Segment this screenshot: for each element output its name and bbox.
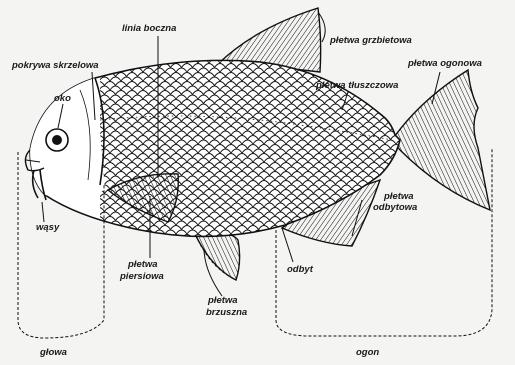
label-pletwa-tluszczowa: płetwa tłuszczowa <box>315 80 398 91</box>
label-oko: oko <box>54 93 71 104</box>
label-pletwa-brzuszna-2: brzuszna <box>206 307 247 318</box>
label-ogon: ogon <box>356 347 379 358</box>
label-odbyt: odbyt <box>287 264 314 275</box>
label-pletwa-grzbietowa: płetwa grzbietowa <box>329 35 412 46</box>
pelvic-fin <box>196 233 240 280</box>
label-pletwa-brzuszna-1: płetwa <box>207 295 238 306</box>
label-pletwa-odbytowa-1: płetwa <box>383 191 414 202</box>
label-pletwa-odbytowa-2: odbytowa <box>373 202 417 213</box>
label-pletwa-piersiowa-1: płetwa <box>127 259 158 270</box>
label-pokrywa-skrzelowa: pokrywa skrzelowa <box>11 60 99 71</box>
label-glowa: głowa <box>39 347 67 358</box>
label-linia-boczna: linia boczna <box>122 23 176 34</box>
label-pletwa-ogonowa: płetwa ogonowa <box>407 58 482 69</box>
caudal-fin <box>392 70 490 210</box>
label-wasy: wąsy <box>36 222 60 233</box>
label-pletwa-piersiowa-2: piersiowa <box>119 271 164 282</box>
